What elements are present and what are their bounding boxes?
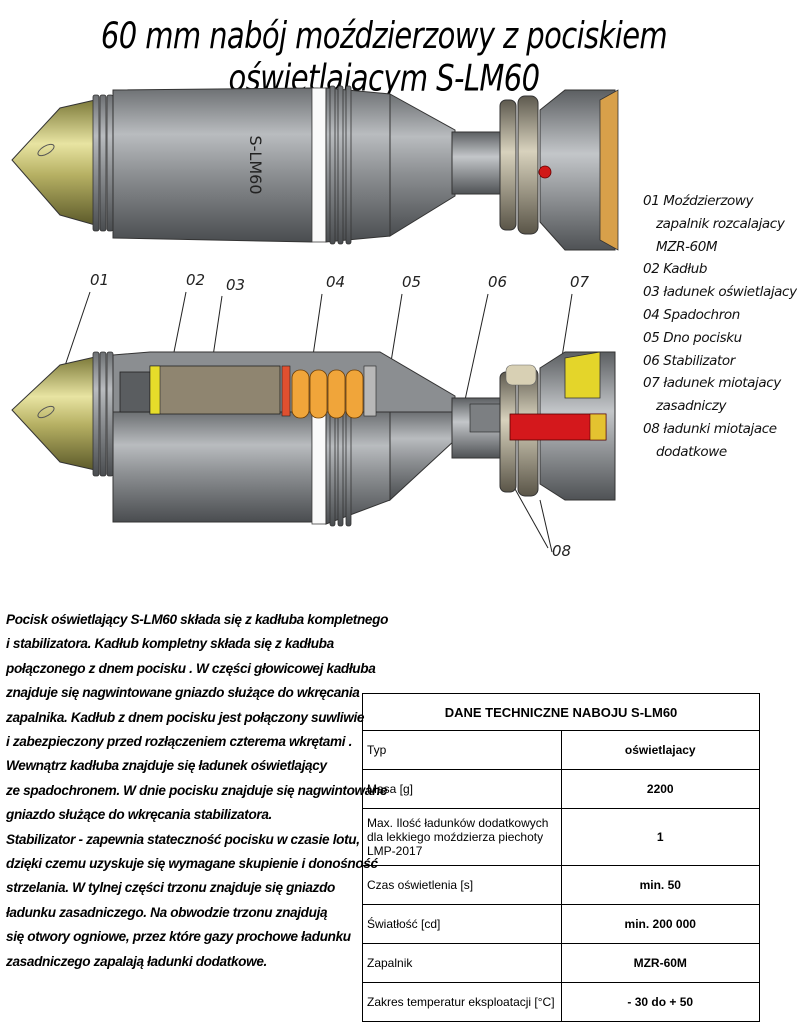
spec-value: - 30 do + 50: [560, 982, 760, 1022]
round-external-view: S-LM60: [11, 85, 619, 251]
spec-label: Czas oświetlenia [s]: [362, 865, 562, 905]
legend-item-01: 01 Moździerzowy: [643, 193, 754, 209]
callout-04: 04: [326, 273, 345, 291]
spec-table: DANE TECHNICZNE NABOJU S-LM60 Typ oświet…: [362, 693, 760, 1022]
description-text: Pocisk oświetlający S-LM60 składa się z …: [6, 608, 389, 974]
description-line: i stabilizatora. Kadłub kompletny składa…: [6, 636, 334, 652]
description-line: zapalnika. Kadłub z dnem pocisku jest po…: [6, 709, 365, 725]
spec-table-header: DANE TECHNICZNE NABOJU S-LM60: [362, 693, 760, 731]
callout-08: 08: [552, 542, 571, 560]
table-row: Typ oświetlajacy: [362, 730, 760, 770]
legend-item-07-line2: zasadniczy: [656, 398, 727, 415]
table-row: Zapalnik MZR-60M: [362, 943, 760, 983]
mortar-round-drawing: S-LM60 01 02 03 04 05 06 07 08: [11, 85, 619, 560]
description-line: i zabezpieczony przed rozłączeniem czter…: [6, 734, 353, 750]
callout-07: 07: [570, 273, 590, 291]
round-cutaway-view: [11, 351, 616, 527]
spec-label: Max. Ilość ładunków dodatkowych dla lekk…: [362, 808, 562, 866]
spec-value: min. 50: [560, 865, 760, 905]
description-line: gniazdo służące do wkręcania stabilizato…: [6, 807, 272, 823]
spec-value: oświetlajacy: [560, 730, 760, 770]
legend-item-03: 03 ładunek oświetlajacy: [643, 284, 797, 301]
callout-03: 03: [226, 276, 245, 294]
legend-item-02: 02 Kadłub: [643, 261, 708, 278]
spec-label: Typ: [362, 730, 562, 770]
callout-05: 05: [402, 273, 421, 291]
callout-01: 01: [90, 271, 109, 289]
spec-value: 1: [560, 808, 760, 866]
legend-item-01-line3: MZR-60M: [656, 238, 718, 255]
description-line: znajduje się nagwintowane gniazdo służąc…: [6, 685, 360, 701]
description-line: Wewnątrz kadłuba znajduje się ładunek oś…: [6, 758, 327, 774]
table-row: Światłość [cd] min. 200 000: [362, 904, 760, 944]
spec-value: 2200: [560, 769, 760, 809]
table-row: Czas oświetlenia [s] min. 50: [362, 865, 760, 905]
legend-item-04: 04 Spadochron: [643, 306, 740, 323]
description-line: się otwory ogniowe, przez które gazy pro…: [6, 929, 351, 945]
legend-item-01-line2: zapalnik rozcalajacy: [656, 215, 785, 232]
description-line: ładunku zasadniczego. Na obwodzie trzonu…: [6, 904, 328, 920]
spec-label: Zakres temperatur eksploatacji [°C]: [362, 982, 562, 1022]
spec-label: Światłość [cd]: [362, 904, 562, 944]
table-row: Masa [g] 2200: [362, 769, 760, 809]
table-row: Zakres temperatur eksploatacji [°C] - 30…: [362, 982, 760, 1022]
body-marking: S-LM60: [246, 135, 265, 194]
table-row: Max. Ilość ładunków dodatkowych dla lekk…: [362, 808, 760, 866]
legend-item-06: 06 Stabilizator: [643, 352, 735, 369]
description-line: strzelania. W tylnej części trzonu znajd…: [6, 880, 335, 896]
legend-item-08-line2: dodatkowe: [656, 443, 727, 460]
legend-item-08: 08 ładunki miotajace: [643, 420, 777, 437]
spec-label: Zapalnik: [362, 943, 562, 983]
description-line: Pocisk oświetlający S-LM60 składa się z …: [6, 612, 389, 627]
callout-02: 02: [186, 271, 205, 289]
description-line: ze spadochronem. W dnie pocisku znajduje…: [6, 782, 388, 798]
parts-legend: 01 Moździerzowy zapalnik rozcalajacy MZR…: [643, 190, 797, 464]
legend-item-07: 07 ładunek miotajacy: [643, 375, 781, 392]
spec-value: MZR-60M: [560, 943, 760, 983]
callout-06: 06: [488, 273, 507, 291]
description-line: Stabilizator - zapewnia stateczność poci…: [6, 831, 360, 847]
spec-label: Masa [g]: [362, 769, 562, 809]
page-title: 60 mm nabój moździerzowy z pociskiem ośw…: [100, 14, 668, 99]
spec-value: min. 200 000: [560, 904, 760, 944]
description-line: dzięki czemu uzyskuje się wymagane skupi…: [6, 856, 378, 872]
legend-item-05: 05 Dno pocisku: [643, 329, 742, 346]
description-line: połączonego z dnem pocisku . W części gł…: [6, 660, 376, 676]
description-line: zasadniczego zapalają ładunki dodatkowe.: [6, 953, 267, 969]
